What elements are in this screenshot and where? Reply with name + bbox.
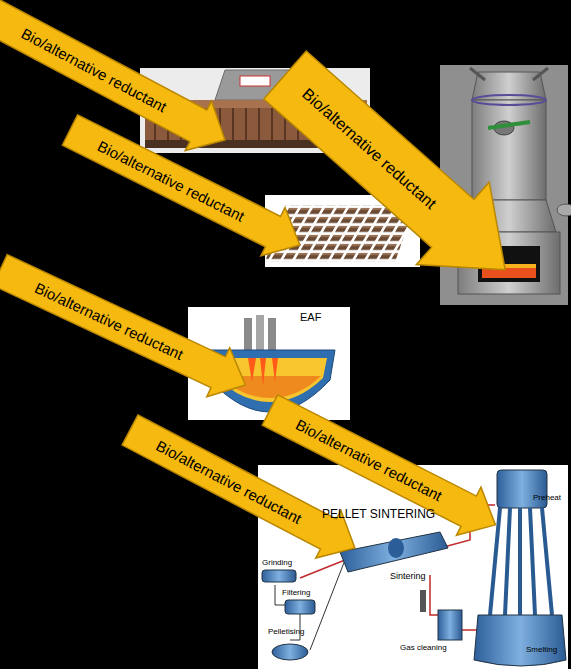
arrow-shapes: [0, 0, 542, 572]
arrow-shape: [0, 246, 257, 410]
stage-label: Pelletising: [268, 628, 304, 636]
plant-title: PELLET SINTERING: [322, 508, 435, 520]
stage-label: Smelting: [526, 646, 557, 654]
stage-label: Filtering: [282, 589, 310, 597]
arrow-label: Bio/alternative reductant: [33, 280, 186, 362]
stage-label: Sintering: [390, 572, 426, 581]
stage-label: Gas cleaning: [400, 644, 447, 652]
stage-label: Grinding: [262, 559, 292, 567]
arrow-shape: [249, 34, 542, 311]
equipment-label: EAF: [300, 312, 321, 323]
arrow-shape: [58, 106, 312, 269]
stage-label: Preheat: [533, 494, 561, 502]
